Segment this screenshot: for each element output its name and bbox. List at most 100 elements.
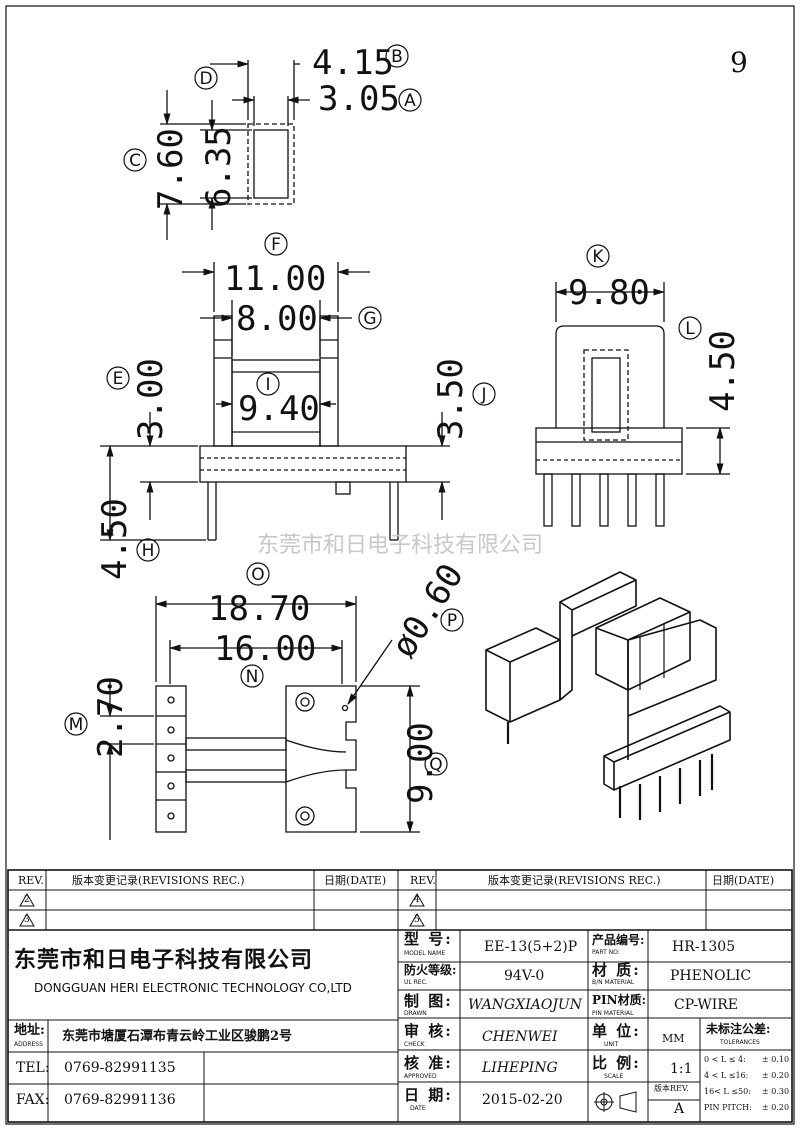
dim-J-value: 3.50: [431, 358, 471, 440]
material-label-en: B/N MATERIAL: [592, 979, 635, 986]
svg-text:A: A: [404, 91, 416, 111]
rev-header-left: REV.: [18, 874, 44, 887]
date-header-right: 日期(DATE): [712, 874, 775, 887]
window-view: [160, 60, 310, 240]
revision-triangles: [19, 893, 425, 927]
date-header-left: 日期(DATE): [324, 874, 387, 887]
title-block: REV. 版本变更记录(REVISIONS REC.) 日期(DATE) 2 3…: [8, 870, 792, 1122]
dim-K-value: 9.80: [568, 273, 650, 313]
check-label: 审 核:: [404, 1022, 453, 1040]
callout-G: G: [358, 306, 382, 330]
callouts: A B C D E F G H I J K L M N O P Q: [64, 44, 702, 776]
tolerances-label: 未标注公差:: [706, 1022, 771, 1036]
svg-text:C: C: [129, 151, 141, 171]
pin-material-value: CP-WIRE: [674, 997, 739, 1013]
dim-C-value: 7.60: [151, 128, 191, 210]
svg-text:G: G: [363, 309, 376, 329]
callout-B: B: [385, 44, 409, 68]
approved-label: 核 准:: [404, 1054, 453, 1072]
callout-A: A: [398, 88, 422, 112]
check-label-en: CHECK: [404, 1041, 425, 1048]
svg-text:I: I: [265, 375, 270, 395]
address-label-en: ADDRESS: [14, 1041, 43, 1048]
svg-text:N: N: [246, 667, 259, 687]
callout-L: L: [678, 316, 702, 340]
callout-O: O: [246, 562, 270, 586]
tol-range-2: 4 < L ≤16:: [704, 1071, 749, 1080]
company-name-en: DONGGUAN HERI ELECTRONIC TECHNOLOGY CO,L…: [34, 981, 352, 995]
tol-range-1: 0 < L ≤ 4:: [704, 1055, 746, 1064]
dim-D-value: 6.35: [199, 126, 239, 208]
callout-C: C: [123, 148, 147, 172]
approved-value: LIHEPING: [482, 1060, 558, 1076]
scale-label-en: SCALE: [604, 1073, 624, 1080]
tolerances-label-en: TOLERANCES: [720, 1039, 760, 1046]
dim-B-value: 4.15: [312, 43, 394, 83]
svg-text:F: F: [271, 235, 281, 255]
dim-F-value: 11.00: [224, 259, 326, 299]
svg-text:L: L: [685, 319, 695, 339]
rev-value: A: [674, 1101, 685, 1117]
svg-text:E: E: [113, 369, 124, 389]
callout-N: N: [240, 664, 264, 688]
tol-value-1: ± 0.10: [762, 1055, 790, 1064]
dim-L-value: 4.50: [703, 330, 743, 412]
unit-label-en: UNIT: [604, 1041, 619, 1048]
drawn-label: 制 图:: [404, 992, 453, 1010]
check-value: CHENWEI: [482, 1029, 558, 1045]
material-value: PHENOLIC: [670, 968, 752, 984]
svg-text:O: O: [251, 565, 264, 585]
approved-label-en: APPROVED: [404, 1073, 437, 1080]
part-no-label-en: PART NO:: [592, 949, 620, 956]
model-label-en: MODEL NAME: [404, 950, 446, 957]
svg-text:B: B: [391, 47, 403, 67]
title-block-grid: [7, 869, 793, 1123]
svg-text:K: K: [592, 247, 604, 267]
unit-label: 单 位:: [592, 1022, 641, 1040]
model-value: EE-13(5+2)P: [484, 939, 578, 955]
tel-value: 0769-82991135: [64, 1060, 176, 1076]
tol-value-3: ± 0.30: [762, 1087, 790, 1096]
revisions-rec-header-right: 版本变更记录(REVISIONS REC.): [488, 874, 661, 887]
material-label: 材 质:: [592, 961, 641, 979]
dim-Q-value: 9.00: [401, 722, 441, 804]
callout-E: E: [106, 366, 130, 390]
dim-E-value: 3.00: [131, 358, 171, 440]
date-label: 日 期:: [404, 1086, 453, 1104]
dim-M-value: 2.70: [91, 676, 131, 758]
tel-label: TEL:: [16, 1060, 50, 1076]
ul-label-en: UL REC.: [404, 979, 428, 986]
tol-range-4: PIN PITCH:: [704, 1103, 752, 1112]
sheet-number: 9: [730, 46, 748, 79]
svg-text:Q: Q: [429, 755, 442, 775]
dim-A-value: 3.05: [318, 79, 400, 119]
callout-Q: Q: [424, 752, 448, 776]
drawn-value: WANGXIAOJUN: [468, 997, 582, 1013]
dim-I-value: 9.40: [238, 389, 320, 429]
rev-row-5: 5: [414, 915, 420, 925]
rev-row-4: 4: [414, 895, 420, 905]
tol-value-2: ± 0.20: [762, 1071, 790, 1080]
callout-D: D: [194, 66, 218, 90]
part-no-value: HR-1305: [672, 939, 736, 955]
address-value: 东莞市塘厦石潭布青云岭工业区骏鹏2号: [62, 1029, 293, 1044]
svg-text:J: J: [480, 385, 486, 405]
dim-H-value: 4.50: [95, 498, 135, 580]
rev-label: 版本REV.: [654, 1084, 689, 1093]
callout-J: J: [472, 382, 496, 406]
svg-text:H: H: [142, 541, 155, 561]
svg-text:M: M: [69, 715, 84, 735]
pin-material-label-en: PIN MATERIAL: [592, 1010, 634, 1017]
svg-text:D: D: [199, 69, 212, 89]
svg-text:P: P: [447, 611, 457, 631]
revisions-rec-header-left: 版本变更记录(REVISIONS REC.): [72, 874, 245, 887]
callout-K: K: [586, 244, 610, 268]
rev-row-2: 2: [24, 895, 30, 905]
unit-value: MM: [662, 1032, 685, 1045]
scale-label: 比 例:: [592, 1054, 641, 1072]
watermark: 东莞市和日电子科技有限公司: [257, 533, 543, 558]
tol-range-3: 16< L ≤50:: [704, 1087, 751, 1096]
pin-material-label: PIN材质:: [592, 993, 647, 1007]
company-name-cn: 东莞市和日电子科技有限公司: [14, 948, 314, 973]
